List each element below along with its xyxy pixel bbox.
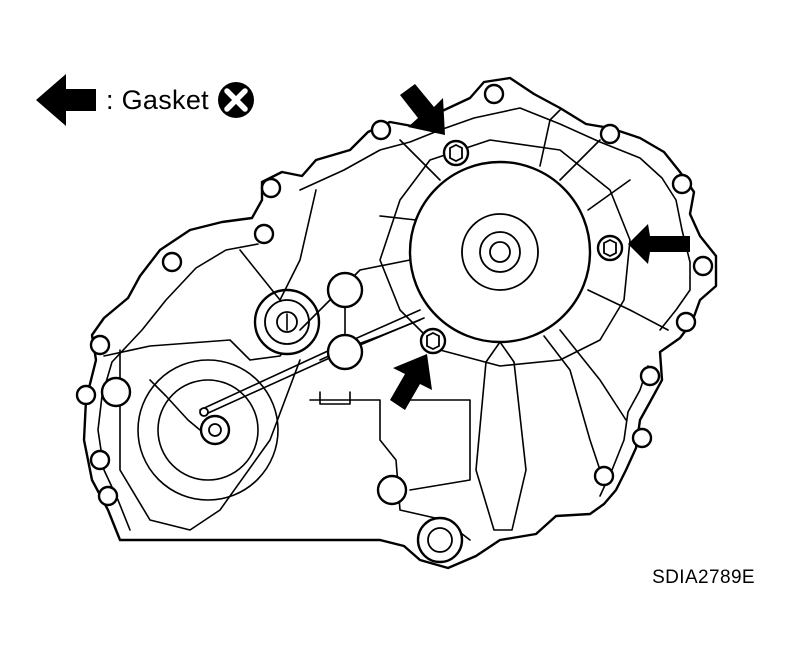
arrow-left-icon bbox=[36, 74, 96, 126]
legend: : Gasket bbox=[36, 74, 255, 126]
callout-arrows bbox=[390, 84, 690, 410]
figure-code: SDIA2789E bbox=[652, 567, 755, 588]
oil-pump-recess bbox=[137, 359, 279, 501]
legend-label: : Gasket bbox=[106, 84, 209, 115]
black-arrow-icon bbox=[390, 354, 432, 410]
black-arrow-icon bbox=[400, 84, 445, 135]
housing-bolt-lugs bbox=[75, 83, 714, 507]
pump-cover bbox=[379, 109, 669, 531]
circle-x-icon bbox=[217, 82, 254, 118]
pump-bolts bbox=[419, 139, 624, 355]
housing-flange bbox=[97, 243, 259, 531]
black-arrow-icon bbox=[628, 224, 690, 264]
